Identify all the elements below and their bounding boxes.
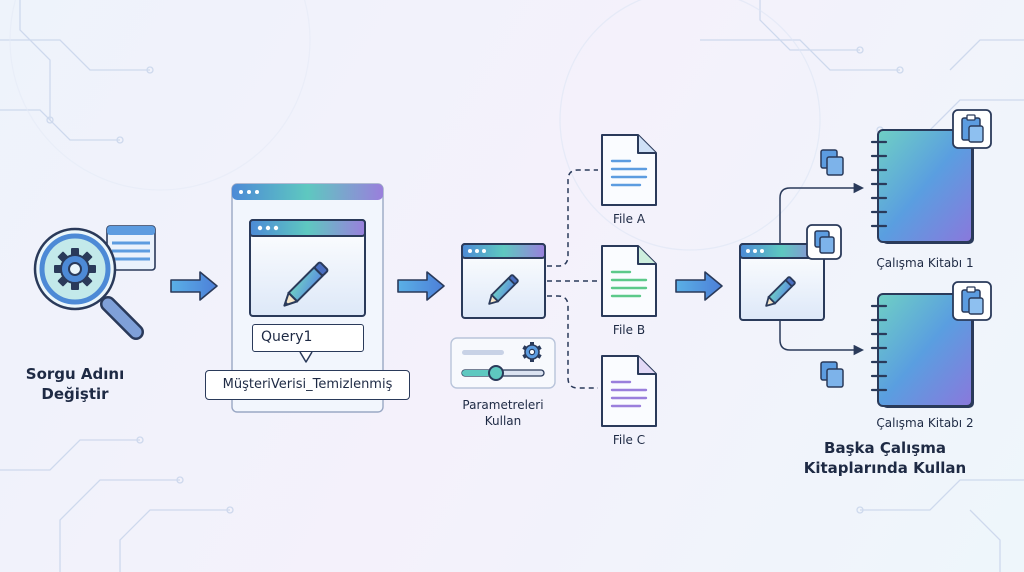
clipboard-icon	[952, 281, 992, 321]
pencil-icon	[283, 261, 329, 307]
file-c-label: File C	[612, 433, 646, 447]
step-parameters-label: Parametreleri Kullan	[462, 398, 544, 428]
arrow-right-icon	[170, 271, 218, 301]
workbook-connectors	[779, 182, 865, 356]
file-connectors	[547, 169, 598, 389]
arrow-right-icon	[397, 271, 445, 301]
arrow-right-icon	[675, 271, 723, 301]
file-b-label: File B	[612, 323, 646, 337]
magnifier-gear-icon	[33, 225, 156, 340]
gear-icon	[522, 342, 542, 362]
document-icon	[601, 355, 657, 427]
copy-icon	[820, 149, 844, 176]
copy-icon	[806, 224, 842, 260]
pencil-icon	[488, 274, 519, 305]
parameters-panel	[450, 337, 556, 389]
editor-window	[231, 183, 384, 413]
workbook-2-label: Çalışma Kitabı 2	[876, 416, 974, 430]
workbook-1-label: Çalışma Kitabı 1	[876, 256, 974, 270]
gear-icon	[54, 248, 96, 290]
slider-icon	[461, 365, 545, 381]
notebook-icon	[870, 281, 992, 408]
new-query-name-field[interactable]: MüşteriVerisi_Temizlenmiş	[205, 370, 410, 400]
file-a-label: File A	[612, 212, 646, 226]
pencil-icon	[765, 276, 796, 307]
document-icon	[601, 134, 657, 206]
reuse-editor	[739, 224, 842, 321]
parameter-editor	[461, 243, 546, 319]
document-icon	[601, 245, 657, 317]
notebook-icon	[870, 109, 992, 244]
step-rename-label: Sorgu Adını Değiştir	[25, 365, 125, 403]
step-reuse-label: Başka Çalışma Kitaplarında Kullan	[803, 439, 967, 477]
old-query-name-field[interactable]: Query1	[252, 324, 364, 352]
clipboard-icon	[952, 109, 992, 149]
copy-icon	[820, 361, 844, 388]
